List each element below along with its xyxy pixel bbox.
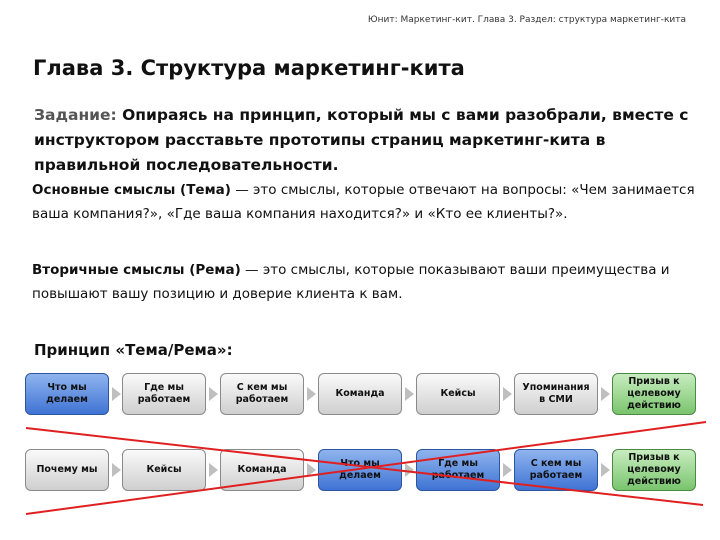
- wrong-order-step-7[interactable]: Призыв к целевому действию: [612, 449, 696, 491]
- arrow-right-icon: [405, 387, 414, 401]
- wrong-order-step-1[interactable]: Почему мы: [25, 449, 109, 491]
- correct-order-step-3[interactable]: С кем мы работаем: [220, 373, 304, 415]
- rhemes-term: Вторичные смыслы (Рема): [32, 262, 241, 278]
- wrong-order-step-3[interactable]: Команда: [220, 449, 304, 491]
- rhemes-paragraph: Вторичные смыслы (Рема) — это смыслы, ко…: [32, 258, 702, 306]
- header-note: Юнит: Маркетинг-кит. Глава 3. Раздел: ст…: [367, 15, 686, 25]
- wrong-order-step-6[interactable]: С кем мы работаем: [514, 449, 598, 491]
- arrow-right-icon: [209, 387, 218, 401]
- rhemes-text: — это смыслы, которые показывают ваши пр…: [32, 262, 670, 302]
- wrong-order-step-4[interactable]: Что мы делаем: [318, 449, 402, 491]
- arrow-right-icon: [209, 463, 218, 477]
- arrow-right-icon: [503, 387, 512, 401]
- correct-order-step-2[interactable]: Где мы работаем: [122, 373, 206, 415]
- wrong-order-step-2[interactable]: Кейсы: [122, 449, 206, 491]
- page-title: Глава 3. Структура маркетинг-кита: [33, 56, 465, 80]
- task-text: Задание: Опираясь на принцип, который мы…: [34, 103, 694, 178]
- themes-paragraph: Основные смыслы (Тема) — это смыслы, кот…: [32, 178, 702, 226]
- arrow-right-icon: [503, 463, 512, 477]
- correct-order-step-7[interactable]: Призыв к целевому действию: [612, 373, 696, 415]
- correct-order-step-4[interactable]: Команда: [318, 373, 402, 415]
- arrow-right-icon: [307, 463, 316, 477]
- themes-text: — это смыслы, которые отвечают на вопрос…: [32, 182, 695, 222]
- arrow-right-icon: [112, 387, 121, 401]
- principle-heading: Принцип «Тема/Рема»:: [34, 341, 233, 359]
- correct-order-step-1[interactable]: Что мы делаем: [25, 373, 109, 415]
- correct-order-step-6[interactable]: Упоминания в СМИ: [514, 373, 598, 415]
- arrow-right-icon: [112, 463, 121, 477]
- arrow-right-icon: [601, 387, 610, 401]
- themes-term: Основные смыслы (Тема): [32, 182, 231, 198]
- task-body: Опираясь на принцип, который мы с вами р…: [34, 106, 689, 174]
- wrong-order-step-5[interactable]: Где мы работаем: [416, 449, 500, 491]
- correct-order-step-5[interactable]: Кейсы: [416, 373, 500, 415]
- arrow-right-icon: [601, 463, 610, 477]
- task-label: Задание:: [34, 106, 117, 124]
- arrow-right-icon: [405, 463, 414, 477]
- arrow-right-icon: [307, 387, 316, 401]
